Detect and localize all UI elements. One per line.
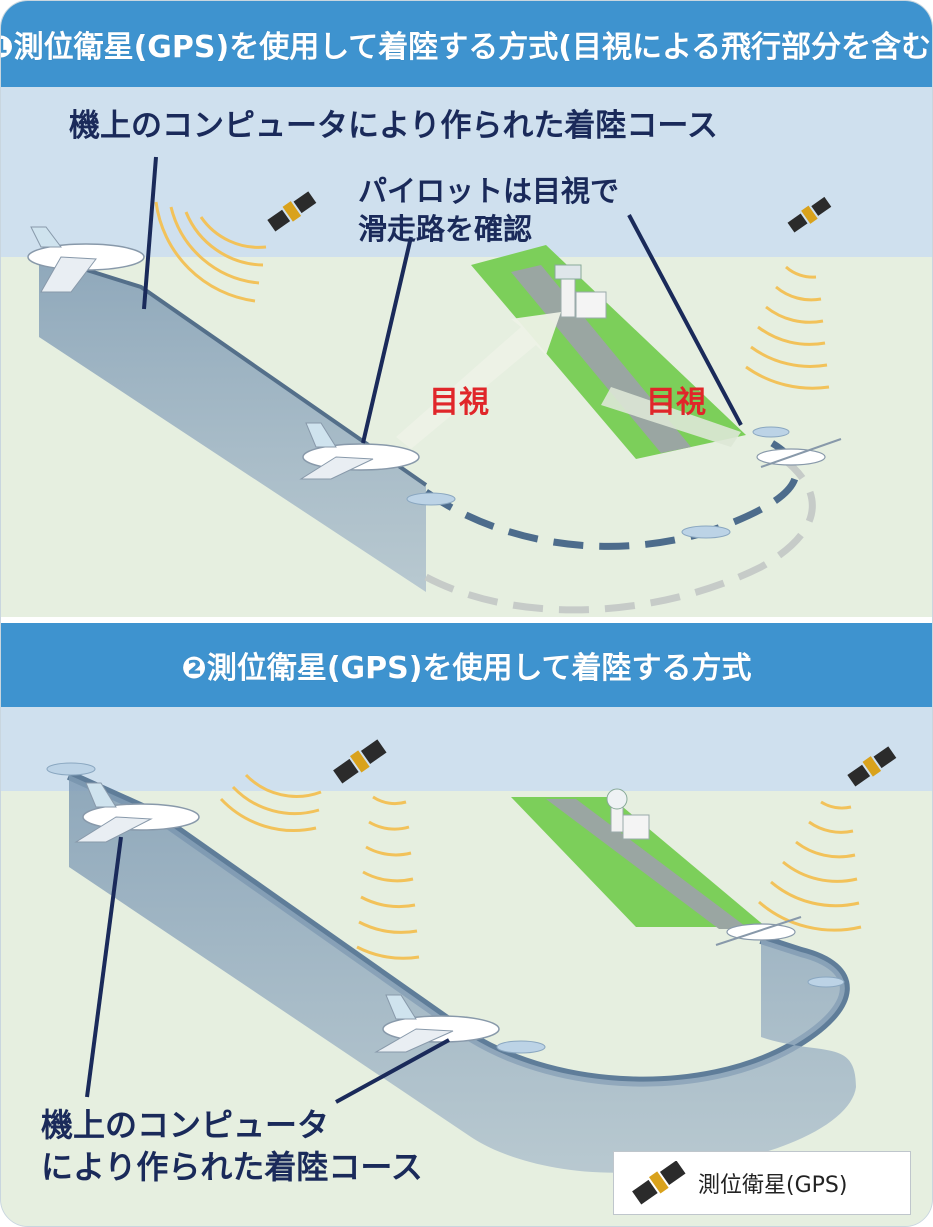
section-1-title-bar: ❶測位衛星(GPS)を使用して着陸する方式(目視による飛行部分を含む): [1, 1, 932, 87]
gps-signal-right: [745, 265, 830, 390]
section-2-diagram: 機上のコンピュータ により作られた着陸コース: [1, 707, 932, 1226]
satellite-icon: [267, 191, 317, 232]
visual-label-1: 目視: [429, 385, 489, 420]
course-pointer-line: [85, 836, 123, 1098]
runway: [546, 799, 749, 929]
section-1-diagram: 機上のコンピュータにより作られた着陸コース パイロットは目視で 滑走路を確認 目…: [1, 87, 932, 617]
section-2-scene: [1, 707, 932, 1226]
pilot-pointer-line: [361, 236, 413, 444]
control-tower-icon: [606, 788, 650, 840]
legend-satellite-icon: [632, 1161, 686, 1205]
gps-signal-center: [356, 795, 420, 960]
course-label-line-1: 機上のコンピュータ: [41, 1106, 330, 1144]
section-1-scene: [1, 87, 932, 617]
airplane-shadow-icon: [46, 762, 845, 1054]
airplane-icon: [715, 916, 802, 946]
course-label-line-2: により作られた着陸コース: [41, 1148, 423, 1186]
satellite-icon: [787, 196, 832, 233]
airplane-icon: [756, 438, 842, 468]
pilot-pointer-line-2: [627, 214, 743, 426]
satellite-icon: [847, 746, 897, 787]
gps-signal-left: [154, 201, 267, 303]
sky: [1, 707, 932, 797]
airplane-shadow-icon: [406, 426, 790, 539]
visual-arrow-2: [601, 387, 741, 447]
legend-label: 測位衛星(GPS): [698, 1173, 848, 1198]
gps-signal-right: [758, 800, 862, 932]
control-tower-icon: [554, 264, 607, 319]
section-2-title-bar: ❷測位衛星(GPS)を使用して着陸する方式: [1, 623, 932, 707]
section-divider: [1, 617, 932, 623]
pilot-label-line-2: 滑走路を確認: [358, 212, 533, 246]
airplane-icon: [299, 422, 420, 480]
visual-label-2: 目視: [646, 385, 706, 420]
pilot-label-line-1: パイロットは目視で: [358, 174, 620, 208]
course-label: 機上のコンピュータにより作られた着陸コース: [69, 108, 718, 144]
section-1-title: ❶測位衛星(GPS)を使用して着陸する方式(目視による飛行部分を含む): [0, 30, 933, 65]
course-pointer-line-2: [335, 1038, 450, 1104]
landing-course-wall: [39, 255, 426, 592]
visual-arrow-1: [396, 312, 561, 449]
airplane-icon: [27, 226, 145, 293]
airplane-icon: [374, 994, 500, 1053]
gps-signal-left: [219, 773, 322, 832]
airplane-icon: [74, 782, 200, 843]
course-pointer-line: [142, 156, 158, 310]
legend: 測位衛星(GPS): [613, 1151, 911, 1215]
satellite-icon: [333, 739, 387, 784]
course-dashed-shadow: [424, 454, 816, 614]
section-2-title: ❷測位衛星(GPS)を使用して着陸する方式: [181, 651, 752, 686]
